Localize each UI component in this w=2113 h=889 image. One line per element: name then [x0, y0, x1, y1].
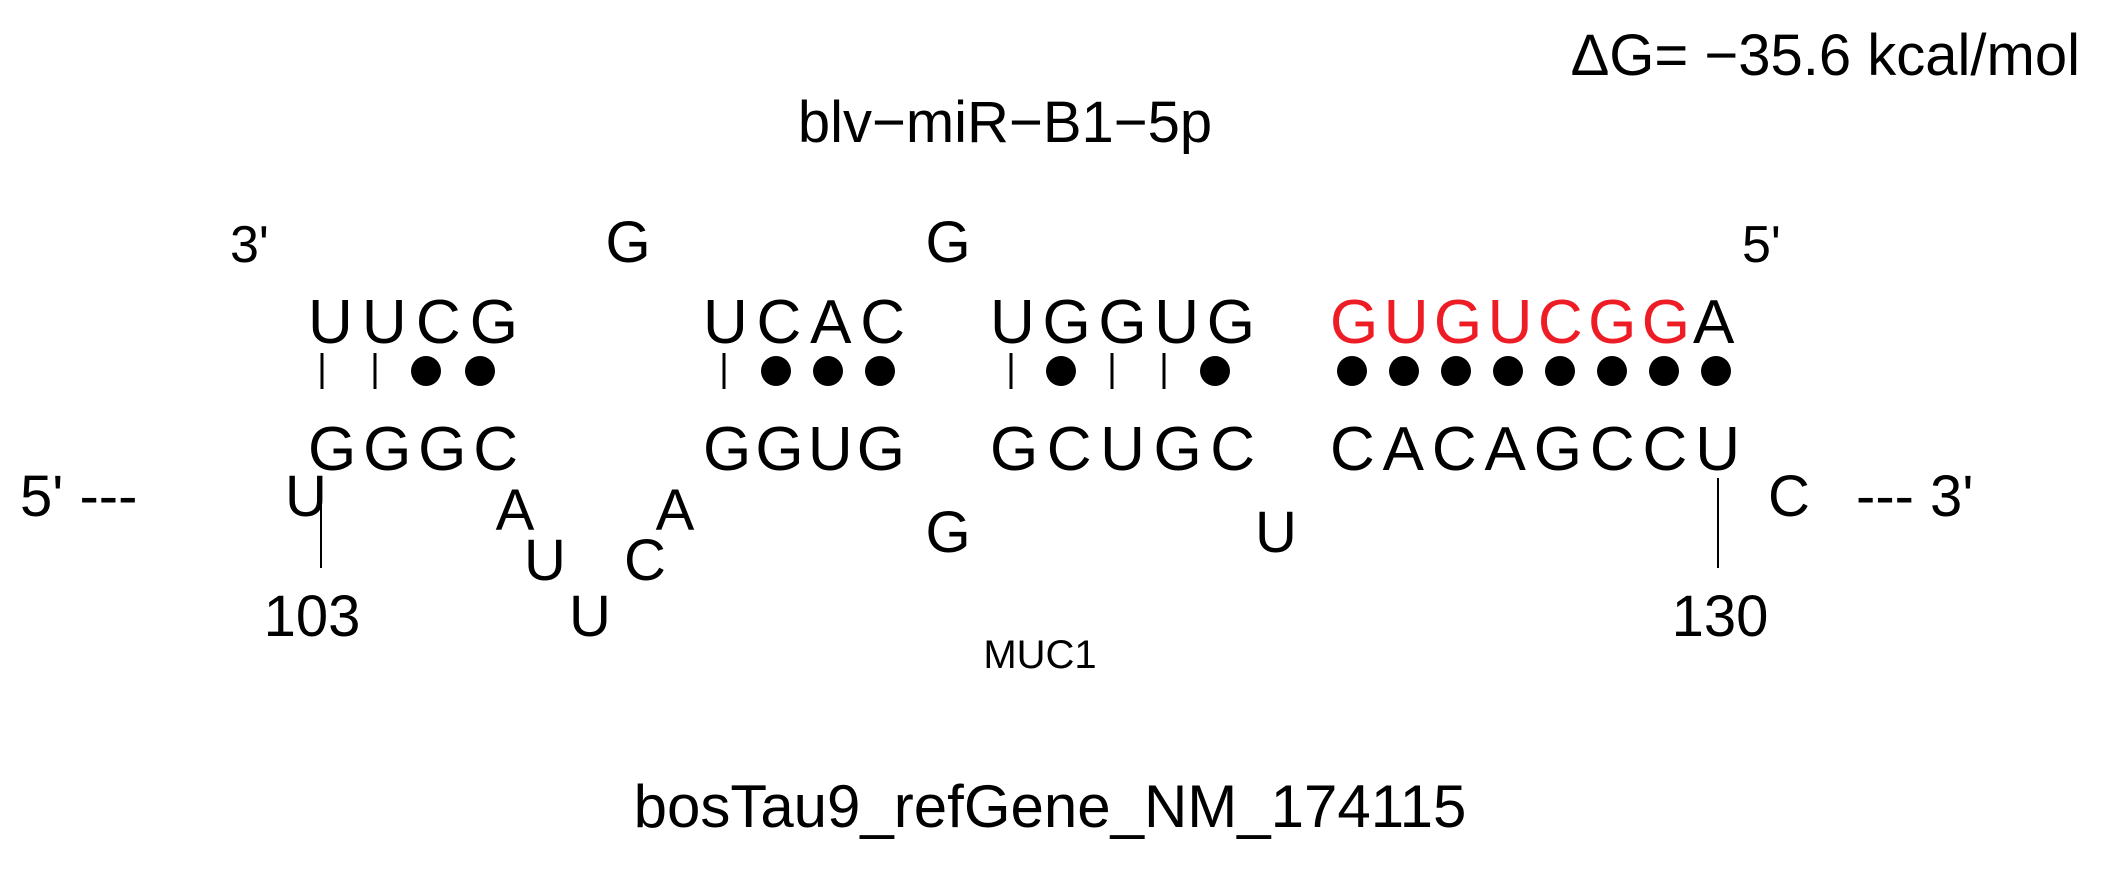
wobble-pair-dot	[1493, 356, 1523, 386]
wobble-pair-dot	[1389, 356, 1419, 386]
gene-label: MUC1	[983, 633, 1096, 677]
mirna-segment-uucg: UUCG	[308, 288, 518, 357]
mirna-seed-segment: GUGUCGG	[1330, 288, 1690, 357]
pairing-marks	[320, 353, 1731, 389]
target-loop-nt-4: C	[624, 528, 666, 593]
wobble-pair-dot	[761, 356, 791, 386]
target-segment-gggc: GGGC	[308, 415, 518, 484]
wobble-pair-dot	[411, 356, 441, 386]
target-5prime-end-label: 5' ---	[20, 464, 137, 529]
wobble-pair-dot	[1701, 356, 1731, 386]
target-segment-cacagccu: CACAGCCU	[1330, 415, 1740, 484]
wobble-pair-dot	[465, 356, 495, 386]
target-bulge-g: G	[925, 500, 970, 565]
wobble-pair-dot	[1200, 356, 1230, 386]
wobble-pair-dot	[1545, 356, 1575, 386]
target-loop-nt-3: U	[569, 584, 611, 649]
target-bulge-u: U	[1255, 500, 1297, 565]
target-loop-nt-1: A	[496, 478, 535, 543]
mirna-segment-terminal-a: A	[1693, 288, 1735, 357]
wobble-pair-dot	[813, 356, 843, 386]
mirna-segment-uggug: UGGUG	[990, 288, 1255, 357]
mirna-segment-ucac: UCAC	[703, 288, 905, 357]
wobble-pair-dot	[1597, 356, 1627, 386]
target-loop-nt-5: A	[656, 478, 695, 543]
target-start-nucleotide: U	[285, 464, 327, 529]
mirna-name-label: blv−miR−B1−5p	[798, 90, 1212, 155]
wobble-pair-dot	[1046, 356, 1076, 386]
mirna-bulge-g-1: G	[605, 210, 650, 275]
position-130-label: 130	[1672, 584, 1769, 649]
mirna-bulge-g-2: G	[925, 210, 970, 275]
target-3prime-end-label: --- 3'	[1856, 464, 1973, 529]
transcript-id-label: bosTau9_refGene_NM_174115	[634, 773, 1467, 840]
wobble-pair-dot	[865, 356, 895, 386]
target-segment-ggug: GGUG	[703, 415, 905, 484]
target-end-nucleotide: C	[1768, 464, 1810, 529]
wobble-pair-dot	[1441, 356, 1471, 386]
wobble-pair-dot	[1337, 356, 1367, 386]
mirna-3prime-end-label: 3'	[230, 216, 269, 274]
position-103-label: 103	[264, 584, 361, 649]
target-loop-nt-2: U	[524, 528, 566, 593]
wobble-pair-dot	[1649, 356, 1679, 386]
target-segment-gcugc: GCUGC	[990, 415, 1255, 484]
free-energy-label: ΔG= −35.6 kcal/mol	[1571, 23, 2080, 88]
mirna-5prime-end-label: 5'	[1742, 216, 1781, 274]
